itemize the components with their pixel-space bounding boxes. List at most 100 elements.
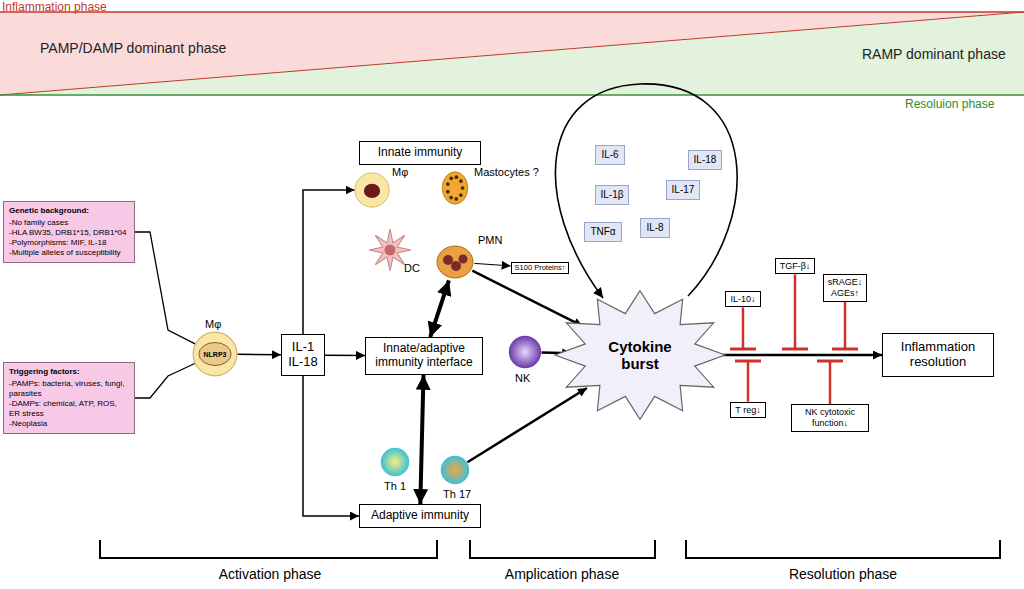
cell-node: MφNLRP3 [192,331,238,377]
band-bottom-line [0,94,1024,96]
resolution-wedge [0,12,1024,95]
cell-illustration [380,447,410,477]
inhibition-bar [817,360,843,363]
node-text: -Neoplasia [9,419,129,429]
cell-label: Mφ [205,318,221,330]
cell-label: Mastocytes ? [474,166,539,178]
cell-illustration [354,172,390,208]
regulator-box: NK cytotoxic function↓ [791,404,869,432]
granule [459,193,463,197]
info-box: Triggering factors: -PAMPs: bacteria, vir… [3,362,135,434]
node-text: -PAMPs: bacteria, viruses, fungi, parasi… [9,379,129,399]
cell-label: Mφ [392,166,408,178]
node-text: IL-18 [694,154,717,166]
node-text: TNFα [590,226,615,238]
connector [303,376,359,516]
mastocyte-body [442,172,468,204]
node-text: -DAMPs: chemical, ATP, ROS, ER stress [9,399,129,419]
node-text: IL-1 IL-18 [288,340,318,370]
phase-bracket [100,540,437,558]
node-text: -No family cases [9,218,129,228]
caption-label: Activation phase [219,566,322,582]
node-text: T reg↓ [735,405,760,416]
cytokine-box: TNFα [584,222,621,242]
cell-label: Th 1 [384,480,406,492]
inhibition-bar [735,360,761,363]
inhibition-bar [730,348,756,351]
cytokine-box: IL-6 [595,145,624,165]
cell-node: PMN [435,242,475,282]
granule [446,190,450,194]
regulator-box: TGF-β↓ [775,258,816,275]
connector [709,354,882,357]
cytokine-box: IL-1β [595,185,630,205]
granule [449,176,453,180]
phase-bracket [686,540,1000,558]
node-text: Adaptive immunity [366,509,474,523]
cytokine-box: IL-17 [666,180,701,200]
inflammation-wedge [0,12,1024,95]
node-text: Inflammation resolution [889,340,987,370]
cell-node: DC [368,228,412,272]
marker-box: S100 Proteins↑ [511,262,570,275]
cell-node: Mastocytes ? [438,171,472,205]
node-text: IL-8 [646,222,663,234]
neutrophil-lobe [443,255,453,265]
node-text: Triggering factors: [9,367,129,377]
connector [135,232,195,344]
burst-star: Cytokine burst [554,290,726,420]
connector [303,190,355,334]
node-text: AGEs↑ [828,288,863,299]
cell-label: DC [404,262,420,274]
node-text: -Polymorphisms: MIF, IL-18 [9,238,129,248]
granule [461,186,465,190]
node-text: sRAGE↓ [828,277,863,288]
neutrophil-body [437,246,473,278]
cell-label: Th 17 [443,488,471,500]
inhibition-line [829,361,832,404]
macrophage-nucleus [364,184,380,198]
cell-label: NK [515,372,530,384]
caption-label: Inflammation phase [2,0,107,14]
inhibition-line [747,361,750,402]
regulator-box: T reg↓ [730,402,765,419]
granule [455,175,459,179]
cell-node: NK [508,335,542,369]
node-text: -Multiple alleles of susceptibility [9,248,129,258]
caption-label: PAMP/DAMP dominant phase [40,40,226,56]
node-text: TGF-β↓ [780,261,811,272]
node-text: Innate/adaptive immunity interface [372,342,476,370]
granule [459,179,463,183]
interface-box: Innate/adaptive immunity interface [365,337,483,375]
node-text: -HLA BW35, DRB1*15, DRB1*04 [9,228,129,238]
star-shape [555,291,725,420]
node-text: Innate immunity [366,146,474,160]
neutrophil-lobe [451,261,461,271]
macrophage-body [355,173,389,207]
cell-illustration [508,335,542,369]
regulator-box: IL-10↓ [725,291,760,308]
outcome-box: Inflammation resolution [882,333,994,377]
cytokine-box: IL-18 [688,150,723,170]
connector [237,354,281,356]
info-box: Genetic background:-No family cases-HLA … [3,201,135,263]
nk-cell [509,336,541,368]
section-box: Innate immunity [359,141,481,165]
connector [420,375,423,504]
cell-illustration [438,171,472,205]
section-box: Adaptive immunity [359,504,481,528]
cell-illustration [435,242,475,282]
cell-node: Th 17 [440,455,470,485]
neutrophil-lobe [459,255,468,264]
cell-label: PMN [478,234,502,246]
dc-nucleus [385,245,396,256]
caption-label: Resoluion phase [905,97,994,111]
caption-label: Amplication phase [505,566,619,582]
node-text: IL-1β [601,189,624,201]
burst-text: Cytokine burst [594,338,686,373]
node-text: S100 Proteins↑ [515,264,566,273]
inhibition-line [794,274,797,349]
